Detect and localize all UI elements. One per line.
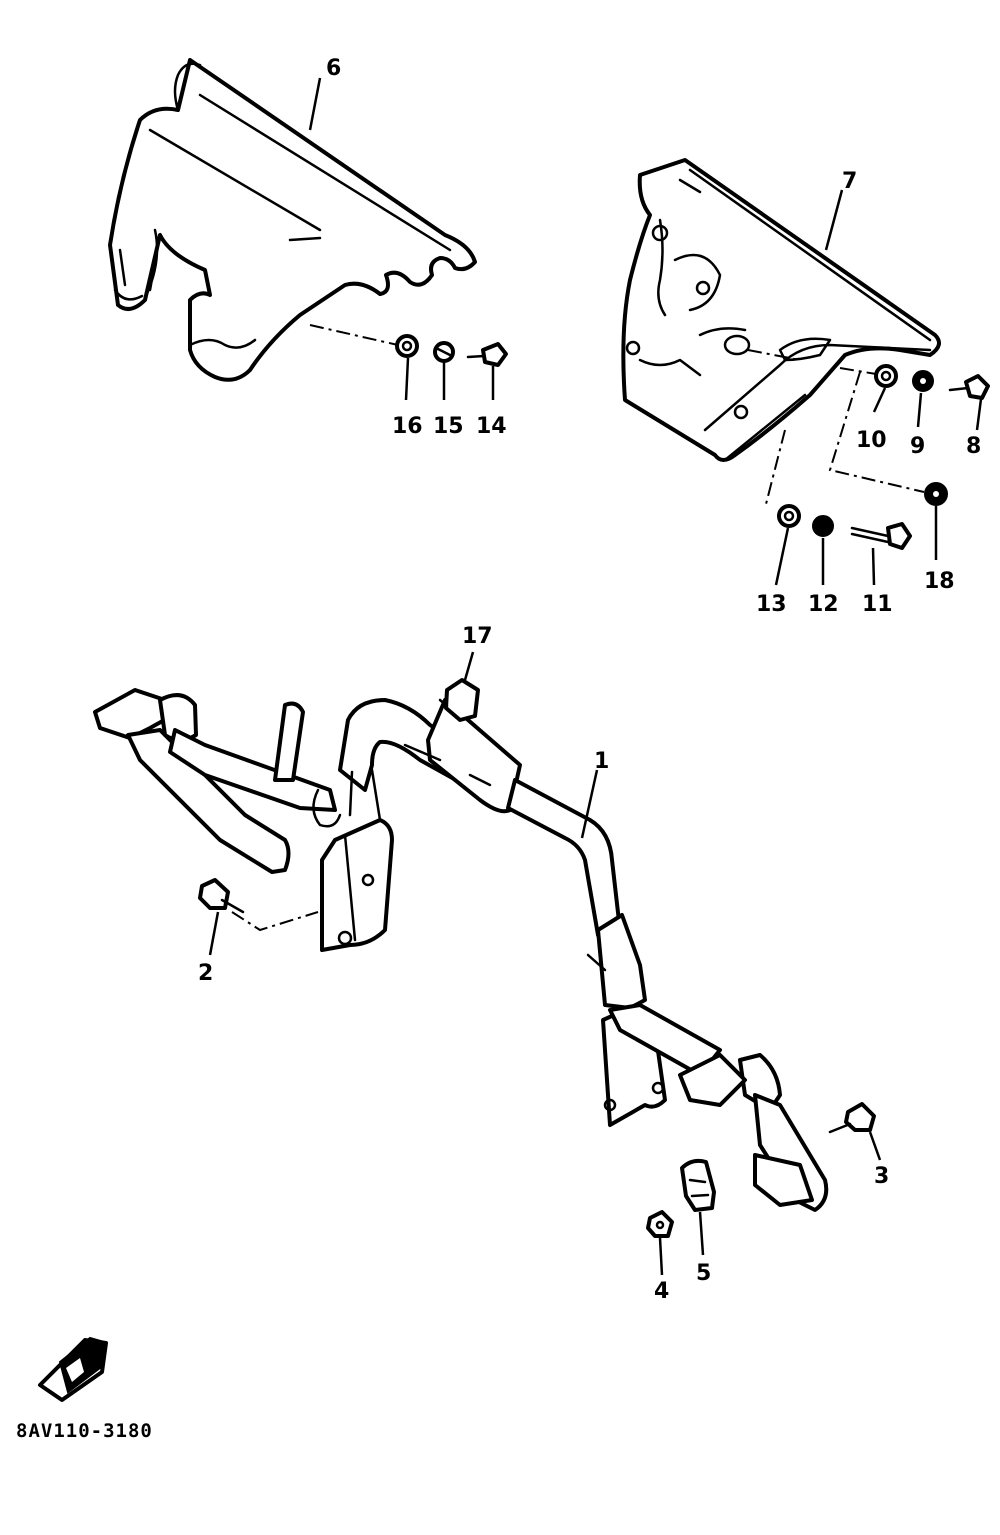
part-17-cap xyxy=(438,678,480,722)
leader-lines xyxy=(208,77,983,1276)
part-6-upper-cover xyxy=(108,58,477,382)
part-9-grommet xyxy=(912,370,934,392)
callout-1: 1 xyxy=(594,749,609,774)
callout-13: 13 xyxy=(756,592,787,617)
part-8-bolt xyxy=(948,374,990,400)
callout-14: 14 xyxy=(476,414,507,439)
part-7-side-cover xyxy=(621,158,941,462)
part-5-clip xyxy=(680,1158,716,1212)
callout-12: 12 xyxy=(808,592,839,617)
callout-labels: 6 7 16 15 14 10 9 8 18 13 12 11 17 1 2 3… xyxy=(198,56,981,1304)
callout-3: 3 xyxy=(874,1164,889,1189)
callout-7: 7 xyxy=(842,169,857,194)
callout-17: 17 xyxy=(462,624,493,649)
callout-10: 10 xyxy=(856,428,887,453)
part-13-washer xyxy=(777,504,801,528)
part-10-washer xyxy=(874,364,898,388)
part-2-bolt xyxy=(198,878,245,914)
callout-6: 6 xyxy=(326,56,341,81)
centerlines xyxy=(231,324,925,932)
part-3-bolt xyxy=(828,1102,876,1134)
callout-16: 16 xyxy=(392,414,423,439)
callout-15: 15 xyxy=(433,414,464,439)
part-16-washer xyxy=(395,334,419,358)
part-11-bolt xyxy=(850,522,912,550)
callout-2: 2 xyxy=(198,961,213,986)
diagram-code: 8AV110-3180 xyxy=(16,1420,153,1442)
part-1-frame-stay xyxy=(93,688,829,1212)
part-4-nut xyxy=(646,1210,674,1238)
callout-11: 11 xyxy=(862,592,893,617)
part-14-bolt xyxy=(466,342,508,367)
callout-18: 18 xyxy=(924,569,955,594)
callout-4: 4 xyxy=(654,1279,669,1304)
reference-book-icon xyxy=(38,1336,108,1402)
part-18-grommet xyxy=(924,482,948,506)
callout-5: 5 xyxy=(696,1261,711,1286)
part-15-nut xyxy=(433,341,455,363)
part-12-grommet xyxy=(812,515,834,537)
callout-9: 9 xyxy=(910,434,925,459)
callout-8: 8 xyxy=(966,434,981,459)
